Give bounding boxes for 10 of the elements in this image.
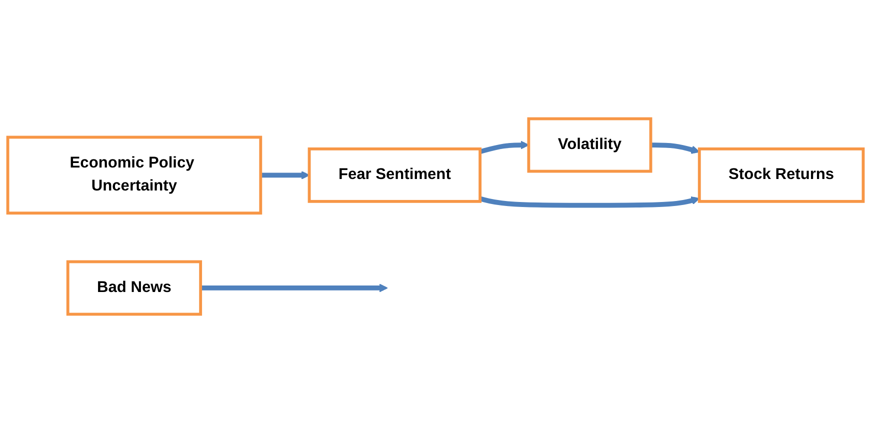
arrow <box>479 140 530 154</box>
arrow <box>200 284 388 292</box>
arrow <box>479 196 700 208</box>
node-box: Fear Sentiment <box>308 147 482 203</box>
arrow <box>650 142 700 154</box>
arrow <box>260 170 310 180</box>
node-box: Bad News <box>66 260 202 316</box>
node-box: Stock Returns <box>698 147 865 203</box>
node-box: Economic Policy Uncertainty <box>6 136 262 215</box>
node-box: Volatility <box>527 117 652 173</box>
